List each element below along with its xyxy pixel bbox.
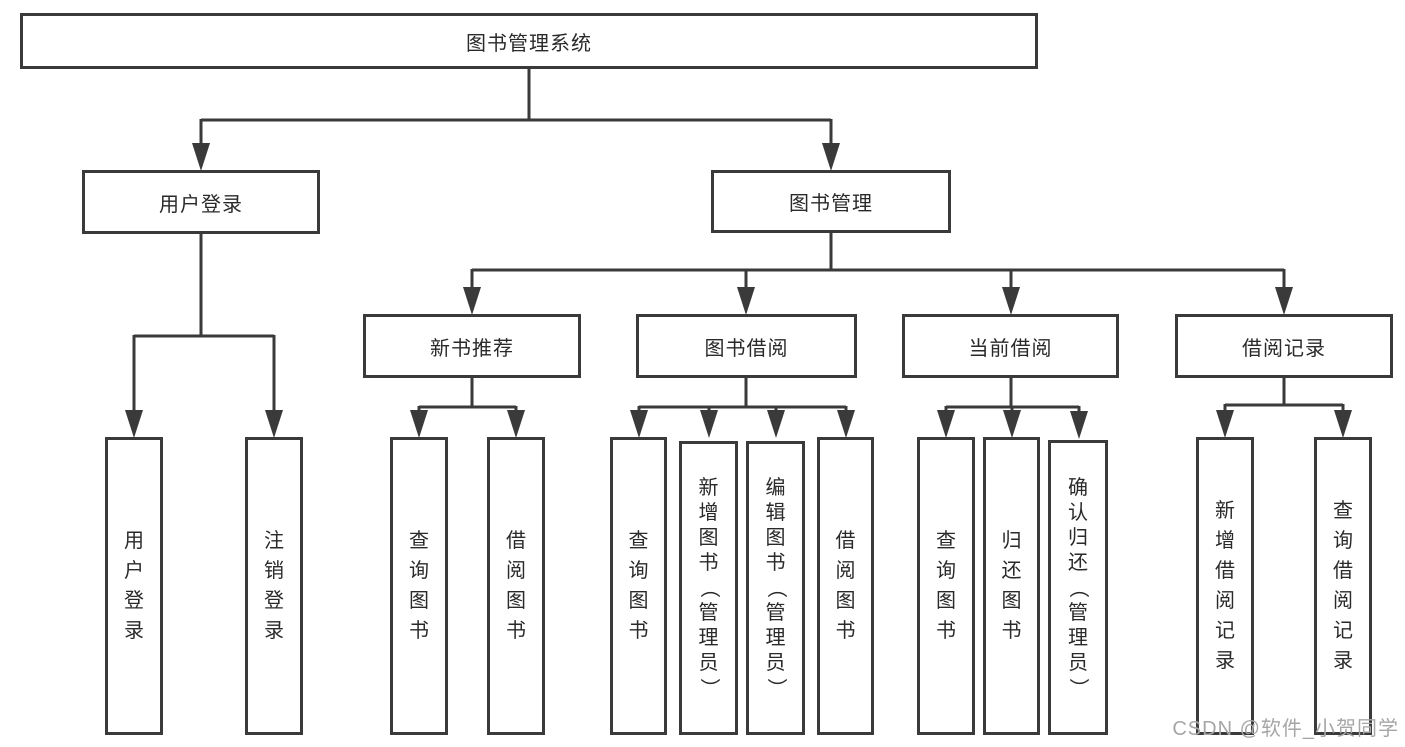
- node-user-login: 用户登录: [82, 170, 320, 234]
- leaf-add-borrow-record: 新增借阅记录: [1196, 437, 1254, 735]
- node-borrow-records-label: 借阅记录: [1242, 337, 1326, 360]
- leaf-confirm-return-admin-label: 确认归还（管理员）: [1067, 476, 1089, 698]
- node-system-root-label: 图书管理系统: [466, 32, 592, 55]
- leaf-query-borrow-record: 查询借阅记录: [1314, 437, 1372, 735]
- node-current-borrow: 当前借阅: [902, 314, 1119, 378]
- node-user-login-label: 用户登录: [159, 193, 243, 216]
- node-book-borrow: 图书借阅: [636, 314, 857, 378]
- leaf-query-books-2-label: 查询图书: [628, 530, 649, 642]
- node-borrow-records: 借阅记录: [1175, 314, 1393, 378]
- node-book-management-label: 图书管理: [789, 193, 873, 215]
- leaf-user-login-label: 用户登录: [124, 530, 144, 642]
- leaf-add-book-admin: 新增图书（管理员）: [679, 441, 738, 735]
- node-new-book-recommend-label: 新书推荐: [430, 337, 514, 360]
- leaf-confirm-return-admin: 确认归还（管理员）: [1048, 440, 1108, 735]
- leaf-query-borrow-record-label: 查询借阅记录: [1333, 500, 1353, 672]
- leaf-return-book-label: 归还图书: [1001, 530, 1022, 642]
- leaf-query-books-3-label: 查询图书: [936, 530, 956, 642]
- leaf-borrow-books-1-label: 借阅图书: [506, 530, 526, 642]
- leaf-query-books-3: 查询图书: [917, 437, 975, 735]
- node-book-borrow-label: 图书借阅: [704, 337, 789, 360]
- leaf-logout: 注销登录: [245, 437, 303, 735]
- leaf-return-book: 归还图书: [983, 437, 1040, 735]
- leaf-edit-book-admin-label: 编辑图书（管理员）: [764, 477, 787, 698]
- leaf-add-book-admin-label: 新增图书（管理员）: [697, 477, 720, 698]
- csdn-watermark: CSDN @软件_小贺同学: [1172, 718, 1399, 740]
- leaf-logout-label: 注销登录: [264, 530, 284, 642]
- leaf-edit-book-admin: 编辑图书（管理员）: [746, 441, 805, 735]
- leaf-query-books-2: 查询图书: [610, 437, 667, 735]
- leaf-borrow-books-2-label: 借阅图书: [835, 530, 856, 642]
- node-new-book-recommend: 新书推荐: [363, 314, 581, 378]
- leaf-query-books-1-label: 查询图书: [409, 530, 429, 642]
- leaf-add-borrow-record-label: 新增借阅记录: [1215, 500, 1235, 672]
- leaf-query-books-1: 查询图书: [390, 437, 448, 735]
- node-book-management: 图书管理: [711, 170, 951, 233]
- node-current-borrow-label: 当前借阅: [968, 337, 1053, 360]
- leaf-user-login: 用户登录: [105, 437, 163, 735]
- node-system-root: 图书管理系统: [20, 13, 1038, 69]
- leaf-borrow-books-1: 借阅图书: [487, 437, 545, 735]
- leaf-borrow-books-2: 借阅图书: [817, 437, 874, 735]
